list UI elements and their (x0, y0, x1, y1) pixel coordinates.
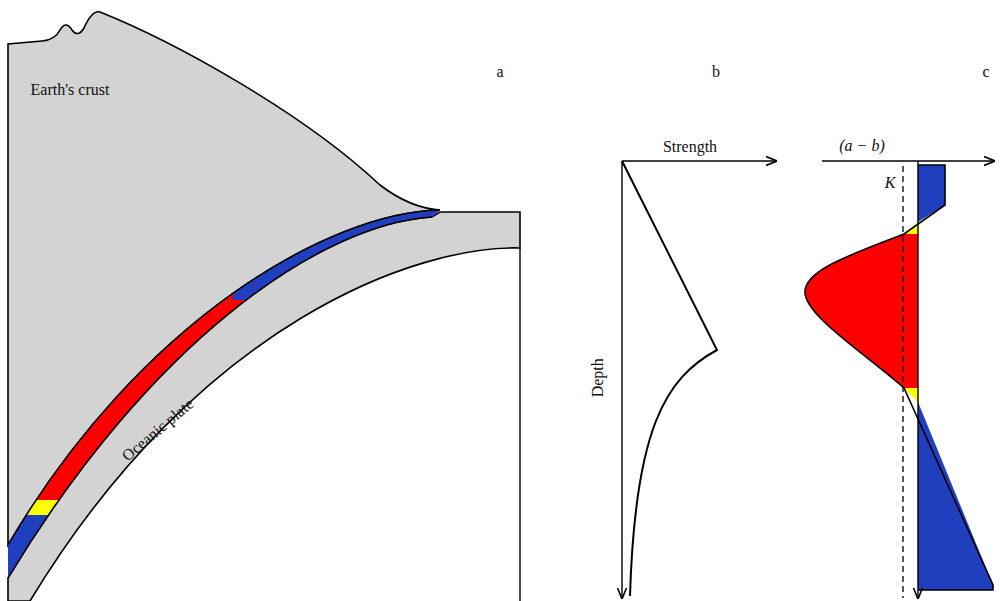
symbol-label: K (885, 174, 896, 192)
panel-letter: a (496, 63, 503, 81)
region-label: Earth's crust (31, 81, 110, 99)
panel-letter: c (982, 63, 989, 81)
friction-plot (805, 161, 994, 598)
strength-plot (622, 161, 776, 598)
panel-letter: b (712, 63, 720, 81)
axis-label: (a − b) (839, 137, 884, 155)
axis-label: Strength (663, 138, 717, 156)
axis-label: Depth (589, 358, 607, 397)
fault-zone (0, 150, 520, 601)
